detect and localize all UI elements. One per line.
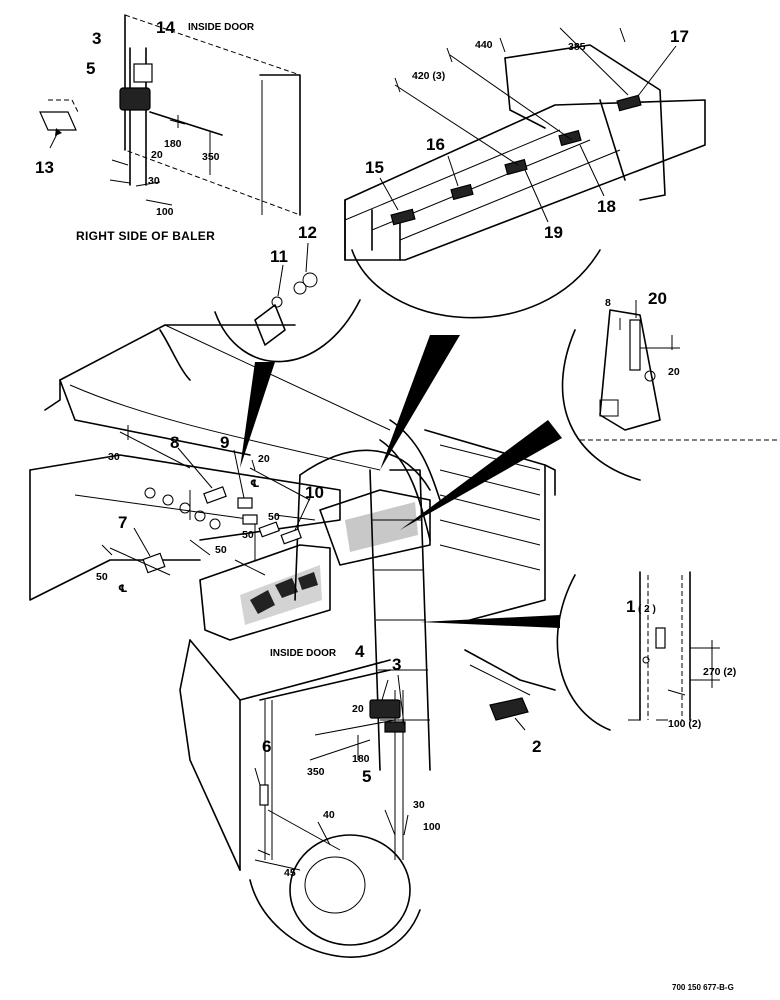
dim-8: 8	[605, 297, 611, 309]
callout-10: 10	[305, 483, 324, 502]
label-right-side-of-baler: RIGHT SIDE OF BALER	[76, 229, 215, 243]
dim-20-mid: 20	[258, 453, 270, 465]
callout-20: 20	[648, 289, 667, 308]
dim-440: 440	[475, 39, 493, 51]
decal-19	[504, 158, 528, 176]
dim-100-top: 100	[156, 206, 174, 218]
callout-19: 19	[544, 223, 563, 242]
decal-4	[369, 699, 401, 719]
dim-50-a: 50	[268, 511, 280, 523]
inset-fasteners	[214, 242, 361, 363]
dim-50-b: 50	[242, 529, 254, 541]
decal-2	[489, 697, 529, 721]
dim-30-door: 30	[413, 799, 425, 811]
dim-50-c: 50	[215, 544, 227, 556]
dim-100-right: 100 (2)	[668, 718, 701, 730]
dim-180-top: 180	[164, 138, 182, 150]
decal-1	[655, 627, 666, 649]
callout-12: 12	[298, 223, 317, 242]
callout-3-top: 3	[92, 29, 101, 48]
dim-20-top: 20	[151, 149, 163, 161]
decal-10a	[258, 521, 280, 538]
decal-10b	[280, 528, 302, 545]
decal-17	[616, 94, 642, 112]
callout-16: 16	[426, 135, 445, 154]
callout-14: 14	[156, 18, 175, 37]
callout-5-top: 5	[86, 59, 95, 78]
decal-20	[629, 319, 641, 371]
callout-17: 17	[670, 27, 689, 46]
inset-bracket	[561, 300, 780, 481]
dim-20-door: 20	[352, 703, 364, 715]
callout-18: 18	[597, 197, 616, 216]
dim-270: 270 (2)	[703, 666, 736, 678]
inset-upright-decal-1	[556, 571, 720, 731]
baler-body	[29, 324, 556, 958]
dim-30-top: 30	[148, 175, 160, 187]
decal-9b	[242, 514, 258, 525]
dim-45: 45	[284, 867, 296, 879]
callout-13: 13	[35, 158, 54, 177]
tire	[289, 834, 411, 946]
callout-11: 11	[270, 247, 288, 266]
callout-6: 6	[262, 737, 271, 756]
callout-4: 4	[355, 642, 365, 661]
label-inside-door-top: INSIDE DOOR	[188, 22, 255, 33]
dim-50-d: 50	[96, 571, 108, 583]
decal-7	[142, 552, 166, 574]
dim-350-door: 350	[307, 766, 325, 778]
drawing-number: 700 150 677-B-G	[672, 983, 734, 992]
dim-20-bracket: 20	[668, 366, 680, 378]
centerline-b: ℄	[118, 583, 127, 595]
dim-30-left: 30	[108, 451, 120, 463]
dim-100-door: 100	[423, 821, 441, 833]
dim-420: 420 (3)	[412, 70, 445, 82]
decal-6	[259, 784, 269, 806]
callout-2: 2	[532, 737, 541, 756]
decal-5-door	[384, 721, 406, 733]
callout-8: 8	[170, 433, 179, 452]
centerline-a: ℄	[250, 478, 259, 490]
callout-15: 15	[365, 158, 384, 177]
callout-1: 1	[626, 597, 635, 616]
decal-8	[203, 486, 227, 504]
callout-5-door: 5	[362, 767, 371, 786]
inset-frame-rails	[344, 27, 706, 261]
dim-180-door: 180	[352, 753, 370, 765]
decal-15	[390, 208, 416, 226]
decal-5-top	[119, 87, 151, 111]
dim-350-top: 350	[202, 151, 220, 163]
label-inside-door-bottom: INSIDE DOOR	[270, 648, 337, 659]
callout-9: 9	[220, 433, 229, 452]
magnifier-arc-rails	[351, 249, 601, 319]
decal-9	[237, 497, 253, 509]
callout-7: 7	[118, 513, 127, 532]
dim-40: 40	[323, 809, 335, 821]
callout-3-door: 3	[392, 655, 401, 674]
decal-16	[450, 183, 474, 201]
dim-385: 385	[568, 41, 586, 53]
inset-right-side-door	[39, 14, 301, 216]
callout-1-qty: ( 2 )	[638, 604, 656, 615]
